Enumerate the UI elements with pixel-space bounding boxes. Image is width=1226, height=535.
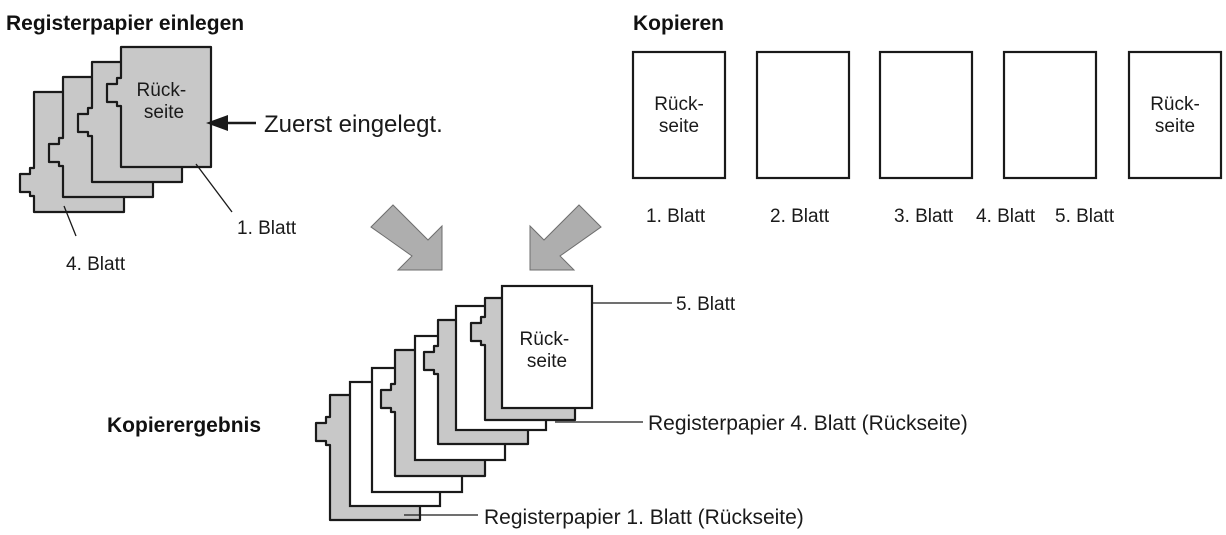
copy-sheet-5	[1127, 50, 1223, 180]
result-top-sheet-text-line1: Rück-	[520, 329, 570, 350]
copy-sheets-row: Rück-seite 1. Blatt 2. Blatt 3. Blatt 4. Bla…	[631, 50, 1223, 227]
sheet-1-label: 1. Blatt	[237, 218, 297, 239]
arrow-down-left-icon	[529, 204, 602, 271]
copy-sheet-5-content-line1: Rück-	[1150, 94, 1200, 115]
copy-sheet-4-label: 4. Blatt	[976, 206, 1036, 227]
copy-sheet-1-content: Rück-seite	[654, 94, 704, 137]
insert-heading: Registerpapier einlegen	[6, 12, 244, 35]
copy-sheet-1-content-line1: Rück-	[654, 94, 704, 115]
copy-sheet-3	[878, 50, 974, 180]
arrow-down-right-icon	[370, 204, 443, 271]
tab-4-callout: Registerpapier 4. Blatt (Rückseite)	[648, 412, 968, 435]
result-heading: Kopierergebnis	[107, 414, 261, 437]
copy-sheet-5-label: 5. Blatt	[1055, 206, 1115, 227]
copy-sheet-3-label: 3. Blatt	[894, 206, 954, 227]
tab-sheet-1	[105, 45, 213, 169]
tab-sheet-1-text-line1: Rück-	[137, 80, 187, 101]
tab-paper-stack	[18, 45, 213, 214]
copy-sheet-2-label: 2. Blatt	[770, 206, 830, 227]
tab-1-callout: Registerpapier 1. Blatt (Rückseite)	[484, 506, 804, 529]
copy-sheet-1-label: 1. Blatt	[646, 206, 706, 227]
result-top-sheet-text: Rück- seite	[520, 329, 575, 372]
result-stack	[314, 284, 594, 522]
copy-sheet-1-content-line2: seite	[659, 116, 699, 137]
copy-sheet-1	[631, 50, 727, 180]
tab-sheet-1-text-line2: seite	[144, 102, 184, 123]
copy-sheet-5-content-line2: seite	[1155, 116, 1195, 137]
result-top-sheet-text-line2: seite	[527, 351, 567, 372]
result-top-sheet	[500, 284, 594, 410]
sheet-4-leader	[63, 205, 77, 237]
sheet-4-label: 4. Blatt	[66, 254, 126, 275]
copy-sheet-4	[1002, 50, 1098, 180]
first-inserted-arrow	[206, 115, 256, 131]
copy-sheet-5-content: Rück-seite	[1150, 94, 1200, 137]
copy-heading: Kopieren	[633, 12, 724, 35]
copy-sheet-2	[755, 50, 851, 180]
first-inserted-note: Zuerst eingelegt.	[264, 111, 443, 138]
sheet-5-callout: 5. Blatt	[676, 294, 736, 315]
sheet-1-leader	[195, 163, 233, 213]
tab-sheet-1-text: Rück- seite	[137, 80, 192, 123]
